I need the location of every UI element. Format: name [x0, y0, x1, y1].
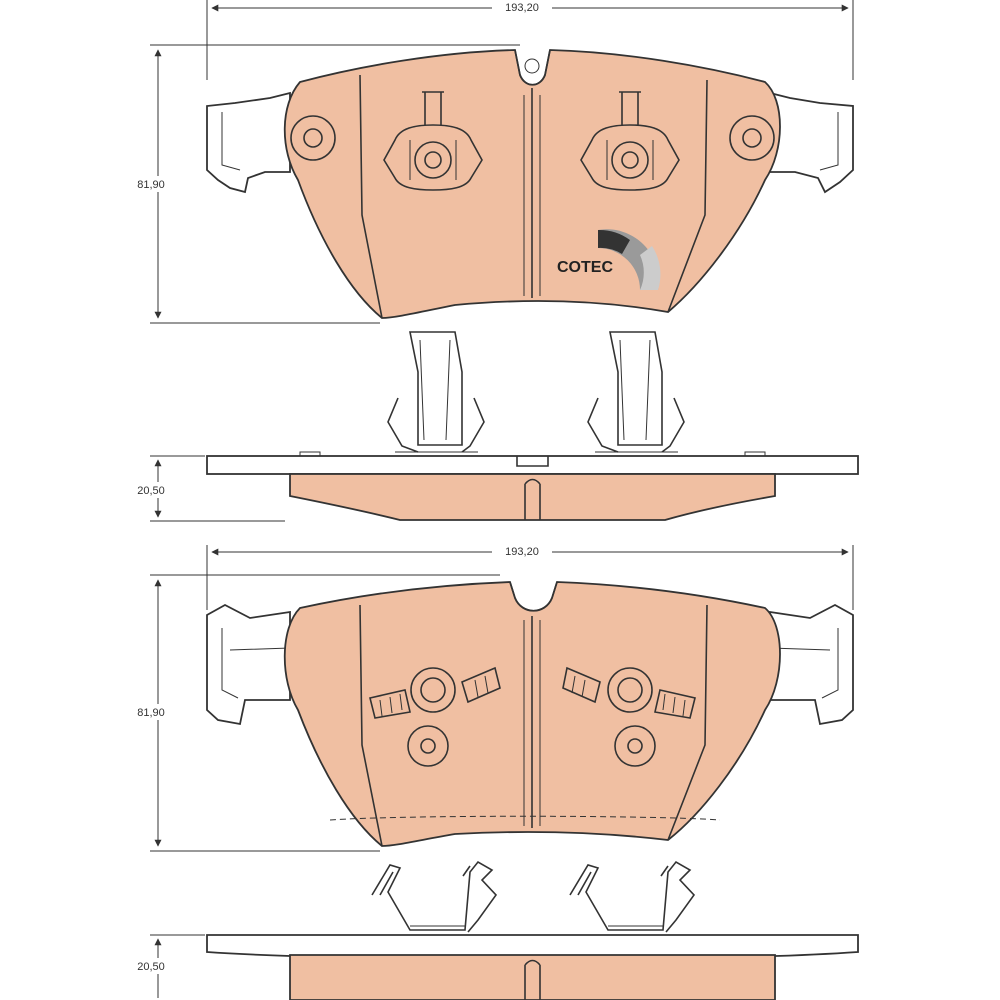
bottom-side-view: 20,50: [130, 934, 859, 1000]
top-right-guide-hole: [729, 115, 775, 161]
bottom-height-dimension: 81,90: [130, 574, 500, 852]
bottom-left-rivet-hole: [407, 725, 449, 767]
top-left-guide-hole: [290, 115, 336, 161]
top-right-wear-sensor: [580, 91, 680, 191]
bottom-right-rivet-hole: [614, 725, 656, 767]
top-left-wear-sensor: [383, 91, 483, 191]
top-height-dimension: 81,90: [130, 44, 520, 324]
top-view: 193,20 81,90: [130, 0, 859, 522]
bottom-width-label: 193,20: [505, 546, 539, 558]
bottom-backing-plate: [206, 603, 854, 726]
cotec-logo-text: COTEC: [557, 259, 613, 276]
top-backing-plate: [206, 91, 854, 194]
bottom-right-clip-mount: [562, 666, 696, 767]
top-width-label: 193,20: [505, 2, 539, 14]
bottom-height-label: 81,90: [137, 707, 165, 719]
bottom-thickness-label: 20,50: [137, 961, 165, 973]
top-clips: [387, 331, 685, 453]
top-width-dimension: 193,20: [206, 0, 854, 80]
bottom-clips: [371, 860, 696, 933]
bottom-left-clip-mount: [369, 666, 501, 767]
bottom-width-dimension: 193,20: [206, 544, 854, 610]
top-side-view: 20,50: [130, 451, 859, 522]
cotec-logo: COTEC: [557, 229, 661, 290]
bottom-view: 193,20 81,90: [130, 544, 859, 1000]
top-height-label: 81,90: [137, 179, 165, 191]
top-thickness-label: 20,50: [137, 485, 165, 497]
